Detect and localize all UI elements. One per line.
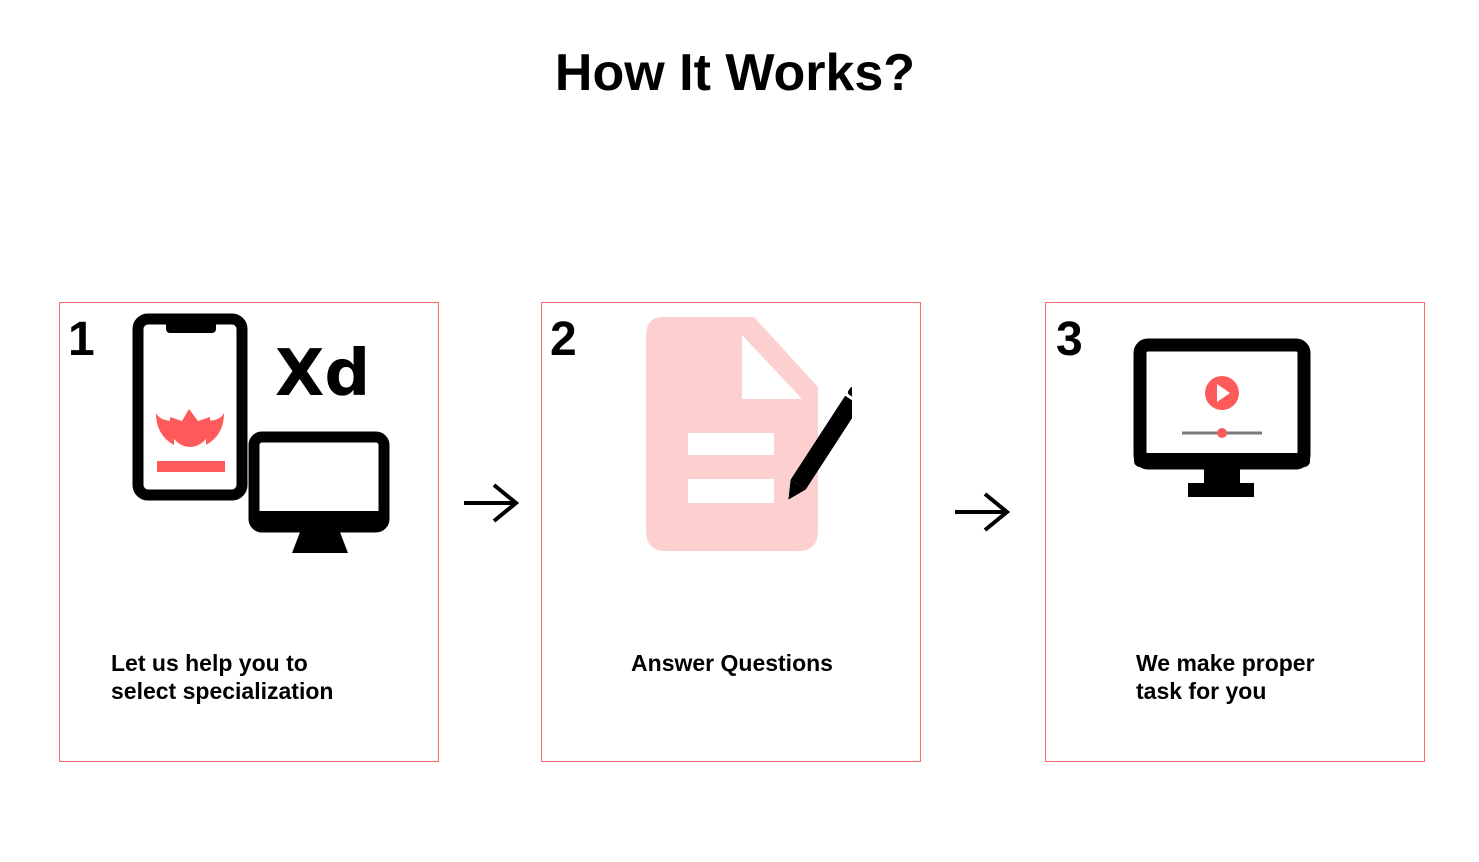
- step-description: Let us help you to select specialization: [111, 649, 391, 705]
- step-card-3: 3 We make proper task for you: [1045, 302, 1425, 762]
- monitor-video-icon: [1132, 337, 1312, 499]
- design-devices-icon: Xd: [130, 313, 390, 553]
- step-number: 2: [550, 313, 577, 366]
- document-edit-icon: [642, 315, 866, 555]
- step-number: 1: [68, 313, 95, 366]
- step-description-line: task for you: [1136, 678, 1267, 704]
- step-card-1: 1 Xd Let us help you t: [59, 302, 439, 762]
- step-description-line: We make proper: [1136, 650, 1315, 676]
- step-description-line: Let us help you to: [111, 650, 308, 676]
- page-title: How It Works?: [554, 44, 916, 102]
- xd-label: Xd: [275, 337, 370, 411]
- step-number: 3: [1056, 313, 1083, 366]
- step-description-line: select specialization: [111, 678, 334, 704]
- arrow-right-icon: [953, 492, 1013, 532]
- step-description: We make proper task for you: [1136, 649, 1376, 705]
- arrow-right-icon: [462, 483, 522, 523]
- step-description: Answer Questions: [631, 650, 833, 676]
- step-card-2: 2 Answer Questions: [541, 302, 921, 762]
